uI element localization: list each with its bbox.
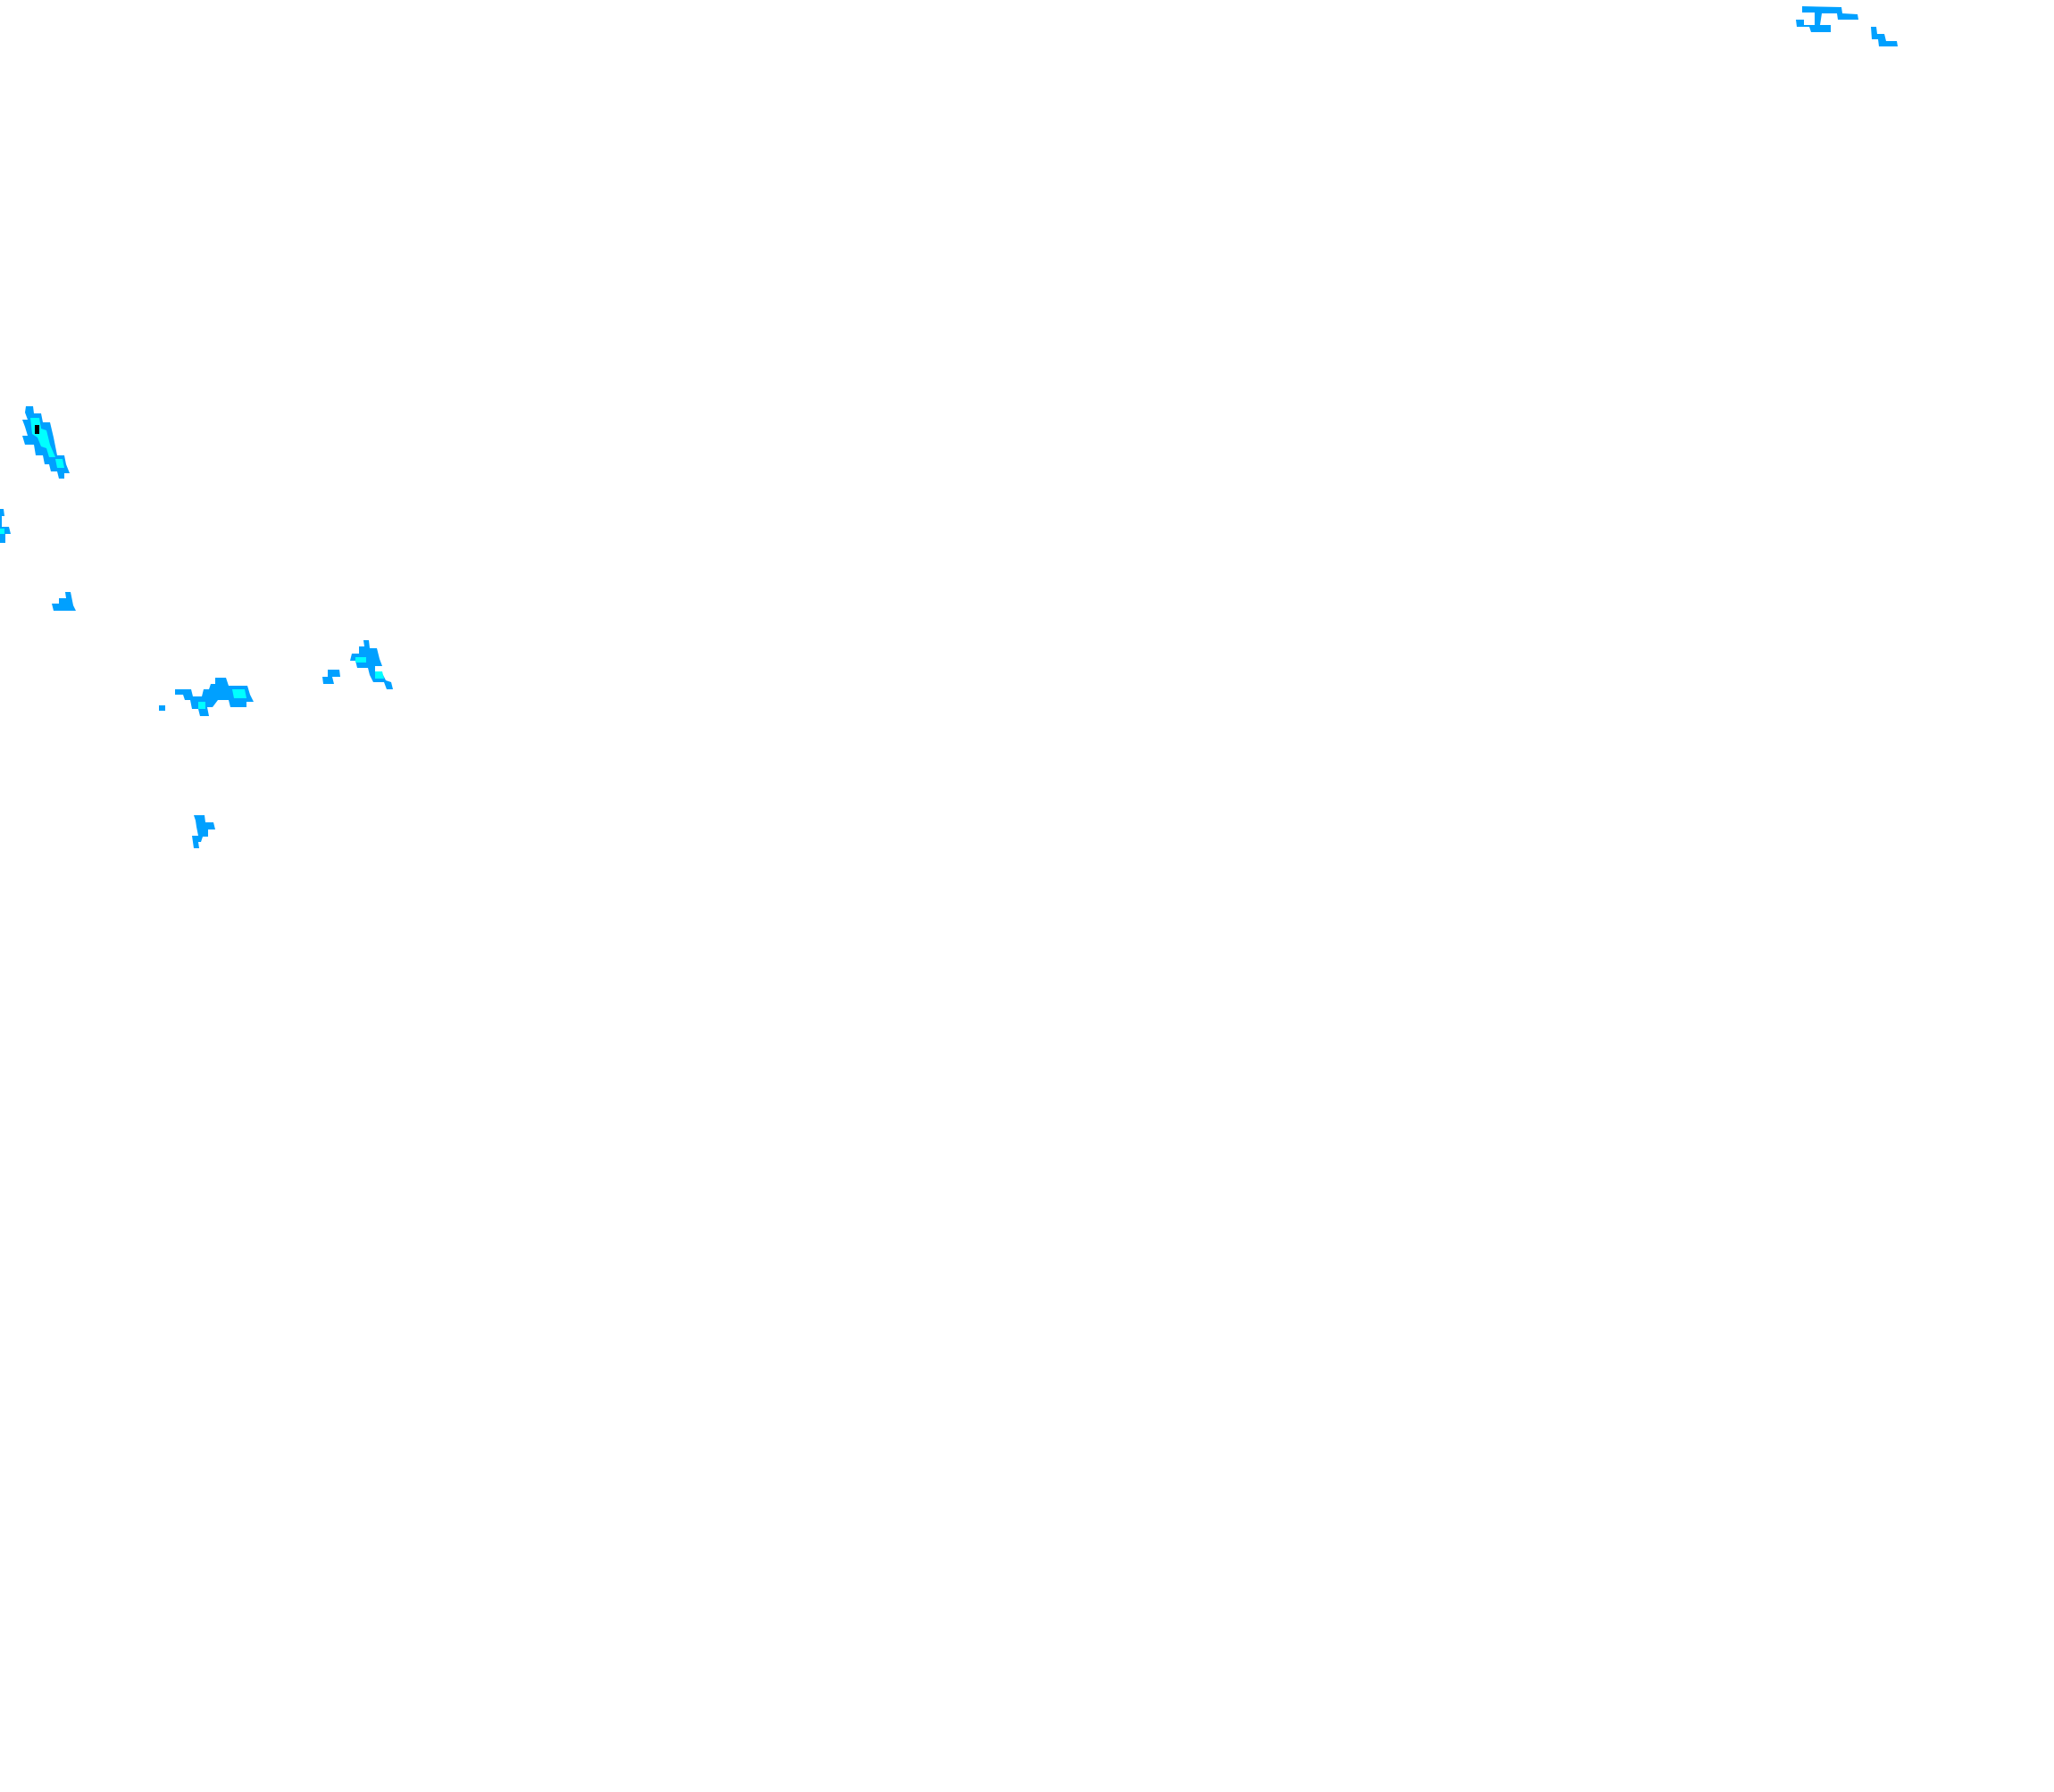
echo-cell-top-right-b [1871,27,1898,46]
echo-cell-left-upper [22,406,70,479]
echo-cell-center [322,640,393,689]
echo-cell-top-right-a [1796,6,1858,32]
echo-cell-left-small [52,592,76,611]
echo-cell-center-left [159,678,254,716]
echo-cell-left-edge [0,509,11,543]
echo-cell-lower-left [192,815,215,848]
